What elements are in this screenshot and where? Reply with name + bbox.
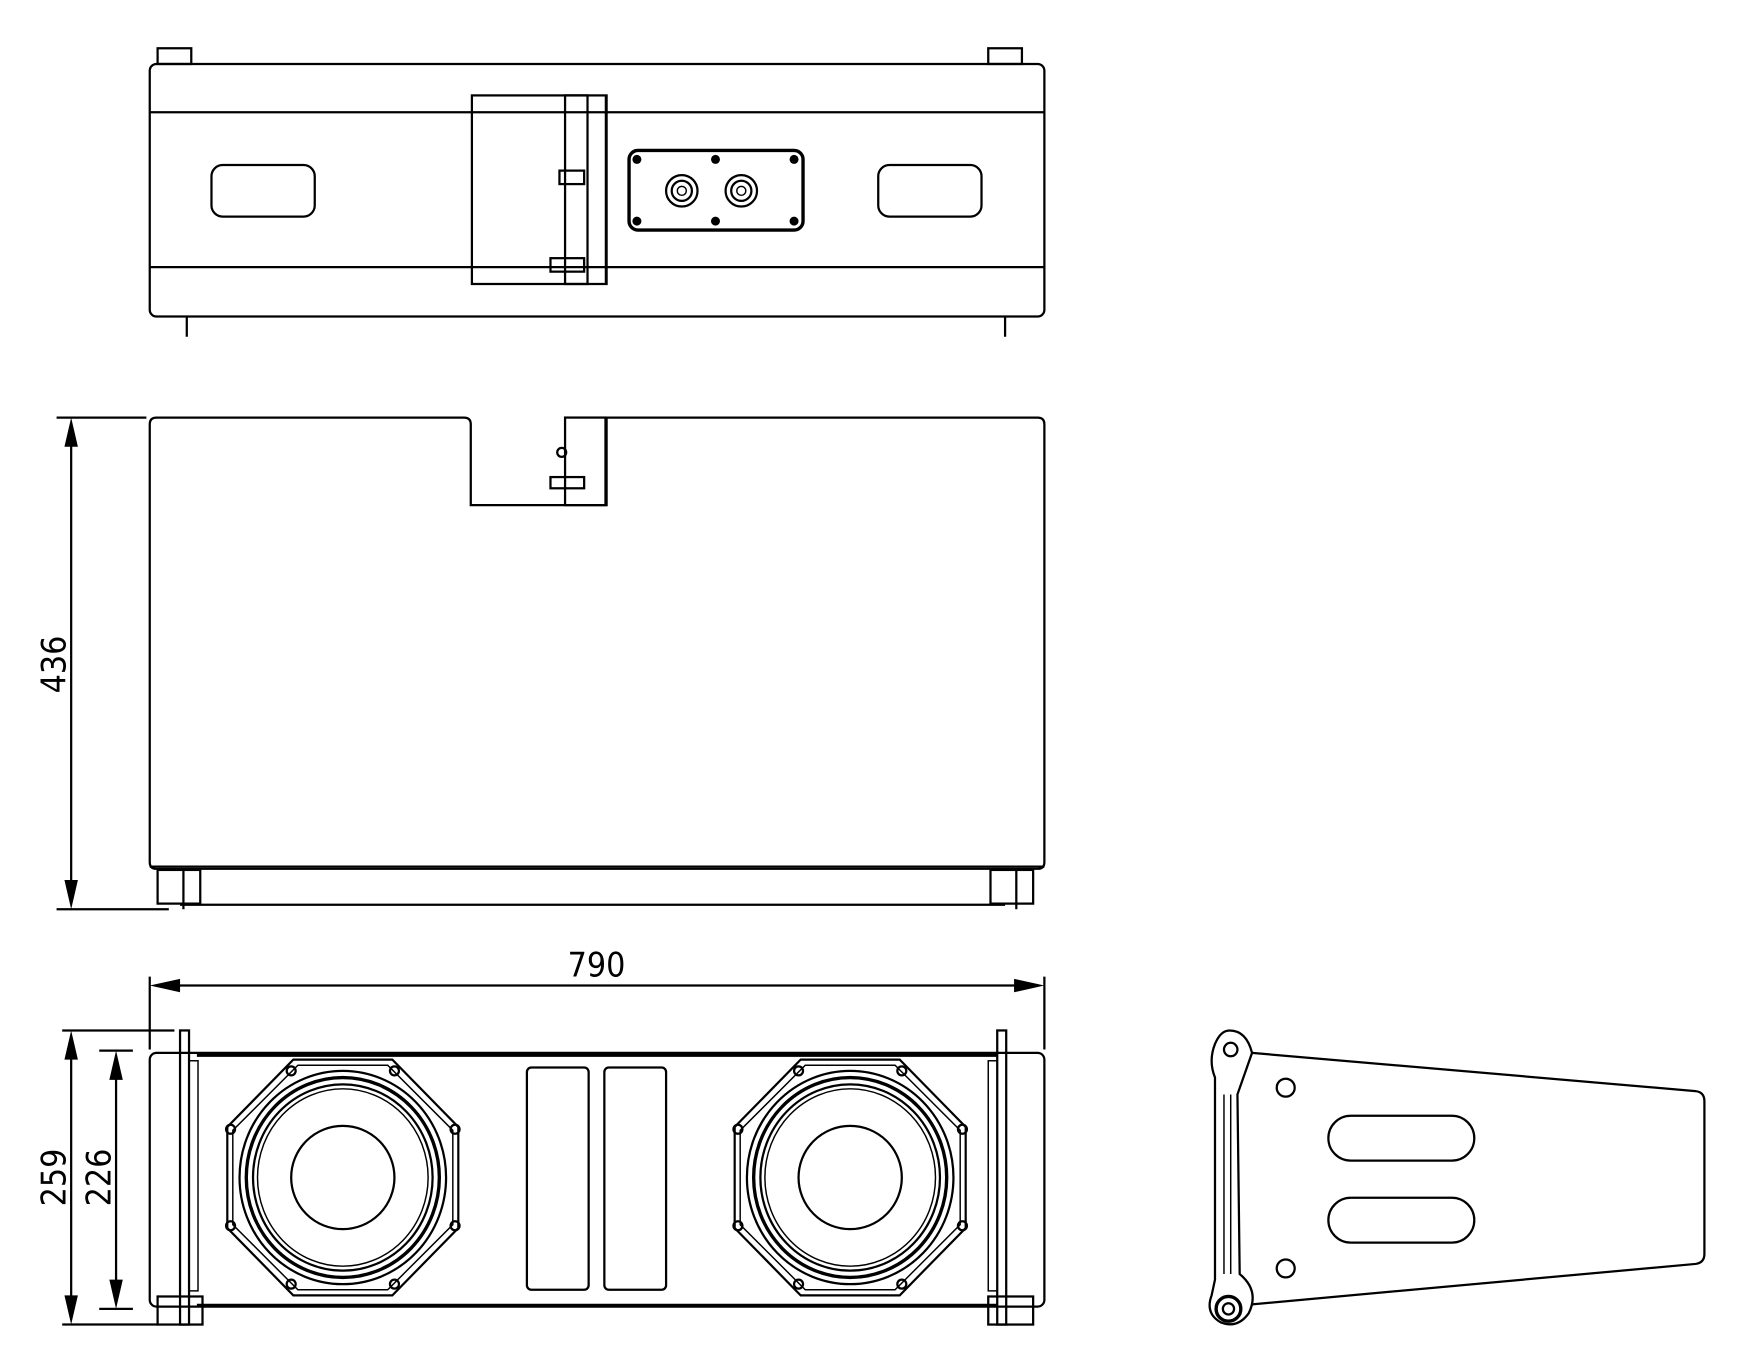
- handle-right: [877, 163, 983, 218]
- top-view: [148, 47, 1046, 337]
- depth-dimension-label: 436: [35, 636, 74, 694]
- port-right: [603, 1066, 668, 1291]
- slot-bottom: [1327, 1196, 1476, 1244]
- connector-panel: [627, 148, 805, 232]
- woofer-left: [224, 1057, 462, 1298]
- front-view: 790 259 226: [35, 946, 1046, 1326]
- port-left: [525, 1066, 590, 1291]
- slot-top: [1327, 1114, 1476, 1162]
- connector-icon: [632, 154, 799, 226]
- side-view: 436: [35, 416, 1046, 911]
- rigging-side-view: [1208, 1029, 1706, 1326]
- height-inner-dimension-label: 226: [79, 1149, 118, 1207]
- width-dimension-label: 790: [568, 946, 626, 985]
- height-outer-dimension-label: 259: [35, 1149, 74, 1207]
- handle-left: [210, 163, 316, 218]
- woofer-right: [731, 1057, 969, 1298]
